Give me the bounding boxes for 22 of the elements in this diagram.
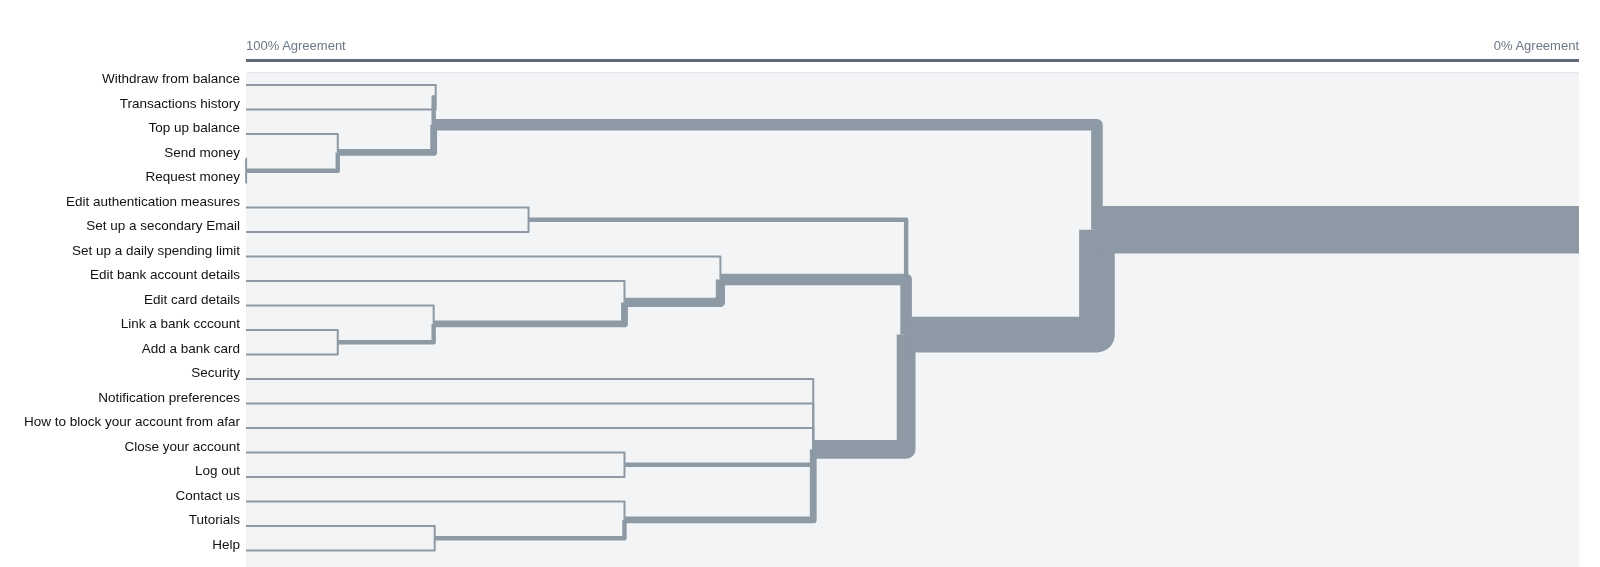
leaf-label: Set up a secondary Email	[86, 217, 240, 235]
leaf-label: Withdraw from balance	[101, 70, 240, 88]
leaf-label: Send money	[164, 143, 240, 162]
axis-label: 100% Agreement	[246, 37, 346, 55]
leaf-label: Help	[212, 535, 240, 554]
leaf-label: Tutorials	[188, 511, 240, 529]
leaf-label: Security	[191, 364, 240, 382]
leaf-label: Contact us	[175, 486, 240, 505]
leaf-label: Link a bank cccount	[120, 315, 240, 333]
leaf-label: Edit authentication measures	[65, 192, 240, 211]
axis-label: 0% Agreement	[1493, 37, 1579, 55]
leaf-label: Add a bank card	[141, 339, 240, 358]
leaf-label: Request money	[145, 168, 240, 186]
leaf-label: Top up balance	[148, 119, 240, 137]
leaf-label: Log out	[194, 462, 240, 480]
leaf-label: Notification preferences	[98, 388, 240, 407]
leaf-label: Set up a daily spending limit	[71, 241, 240, 260]
leaf-label: Close your account	[124, 437, 240, 456]
leaf-label: Transactions history	[119, 94, 240, 113]
leaf-label: Edit bank account details	[89, 266, 240, 284]
leaf-label: Edit card details	[143, 290, 240, 309]
leaf-label: How to block your account from afar	[23, 413, 240, 431]
